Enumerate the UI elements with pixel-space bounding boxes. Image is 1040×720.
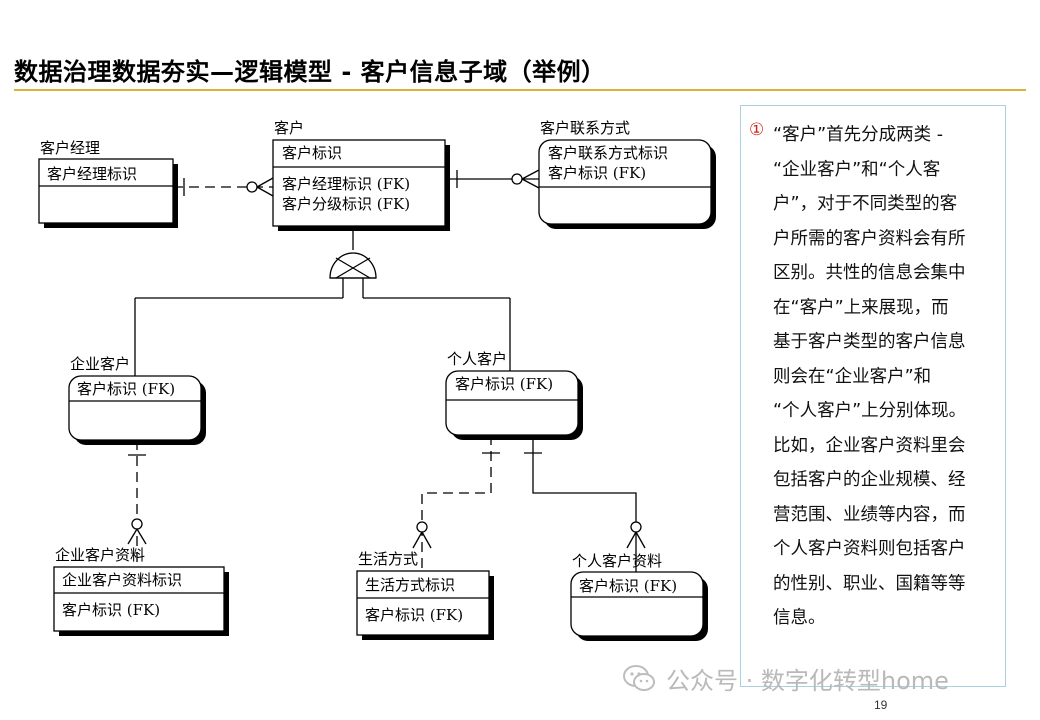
note-line: 在“客户”上来展现，而 bbox=[773, 297, 949, 318]
wechat-icon bbox=[623, 665, 655, 691]
entity-manager[interactable]: 客户经理 客户经理标识 bbox=[38, 139, 178, 228]
entity-attr: 客户经理标识 (FK) bbox=[282, 175, 410, 193]
entity-contact[interactable]: 客户联系方式 客户联系方式标识 客户标识 (FK) bbox=[538, 119, 716, 229]
watermark-text: 公众号 · 数字化转型home bbox=[666, 666, 949, 695]
rel-personal-perprofile bbox=[524, 435, 646, 572]
note-line: “客户”首先分成两类 - bbox=[773, 125, 944, 145]
entity-ent-profile[interactable]: 企业客户资料 企业客户资料标识 客户标识 (FK) bbox=[53, 546, 229, 636]
entity-enterprise[interactable]: 企业客户 客户标识 (FK) bbox=[68, 355, 206, 445]
entity-key: 客户标识 (FK) bbox=[579, 577, 677, 595]
rel-customer-contact bbox=[445, 169, 540, 189]
entity-name: 企业客户资料 bbox=[55, 546, 145, 564]
entity-customer[interactable]: 客户 客户标识 客户经理标识 (FK) 客户分级标识 (FK) bbox=[272, 119, 450, 231]
entity-name: 个人客户 bbox=[447, 350, 507, 368]
entity-lifestyle[interactable]: 生活方式 生活方式标识 客户标识 (FK) bbox=[356, 550, 494, 640]
note-text: “客户”首先分成两类 - “企业客户”和“个人客 户”，对于不同类型的客 户所需… bbox=[773, 118, 995, 636]
entity-key: 客户标识 (FK) bbox=[455, 375, 553, 393]
entity-attr: 客户标识 (FK) bbox=[62, 601, 160, 619]
note-line: 基于客户类型的客户信息 bbox=[773, 332, 966, 352]
entity-per-profile[interactable]: 个人客户资料 客户标识 (FK) bbox=[570, 552, 708, 641]
note-line: “企业客户”和“个人客 bbox=[773, 159, 941, 180]
note-line: 信息。 bbox=[773, 608, 826, 628]
note-line: “个人客户”上分别体现。 bbox=[773, 401, 967, 421]
entity-key: 客户联系方式标识 bbox=[548, 144, 668, 162]
note-panel: ① “客户”首先分成两类 - “企业客户”和“个人客 户”，对于不同类型的客 户… bbox=[740, 105, 1006, 687]
note-line: 个人客户资料则包括客户 bbox=[773, 539, 966, 559]
entity-attr: 客户标识 (FK) bbox=[365, 606, 463, 624]
entity-attr: 客户分级标识 (FK) bbox=[282, 195, 410, 213]
entity-name: 个人客户资料 bbox=[572, 552, 662, 570]
title-rule bbox=[14, 89, 1026, 91]
note-line: 比如，企业客户资料里会 bbox=[773, 435, 966, 456]
entity-key: 客户标识 (FK) bbox=[548, 164, 646, 182]
entity-key: 客户经理标识 bbox=[47, 165, 137, 183]
entity-key: 客户标识 bbox=[282, 144, 342, 162]
entity-name: 企业客户 bbox=[70, 355, 130, 373]
note-line: 的性别、职业、国籍等等 bbox=[773, 573, 966, 594]
rel-manager-customer bbox=[173, 177, 274, 197]
entity-name: 生活方式 bbox=[358, 550, 418, 568]
note-marker: ① bbox=[749, 120, 765, 140]
entity-name: 客户联系方式 bbox=[540, 119, 630, 137]
entity-name: 客户经理 bbox=[40, 139, 100, 157]
entity-key: 生活方式标识 bbox=[365, 576, 455, 594]
note-line: 则会在“企业客户”和 bbox=[773, 366, 932, 387]
entity-key: 客户标识 (FK) bbox=[77, 380, 175, 398]
entity-personal[interactable]: 个人客户 客户标识 (FK) bbox=[445, 350, 583, 440]
rel-personal-lifestyle bbox=[412, 435, 500, 571]
er-diagram: 客户经理 客户经理标识 客户 客户标识 客户经理标识 (FK) 客户分级标识 (… bbox=[38, 119, 716, 641]
entity-key: 企业客户资料标识 bbox=[62, 571, 182, 589]
note-line: 户所需的客户资料会有所 bbox=[773, 228, 966, 249]
note-line: 营范围、业绩等内容，而 bbox=[773, 504, 966, 525]
subtype-category-symbol bbox=[134, 226, 511, 376]
note-line: 包括客户的企业规模、经 bbox=[773, 470, 966, 490]
slide-title: 数据治理数据夯实—逻辑模型 - 客户信息子域（举例） bbox=[14, 58, 606, 86]
page-number: 19 bbox=[874, 698, 888, 712]
note-line: 户”，对于不同类型的客 bbox=[773, 194, 958, 214]
note-line: 区别。共性的信息会集中 bbox=[773, 263, 966, 283]
entity-name: 客户 bbox=[274, 119, 304, 137]
rel-enterprise-entprofile bbox=[127, 440, 147, 567]
watermark: 公众号 · 数字化转型home bbox=[622, 661, 949, 695]
